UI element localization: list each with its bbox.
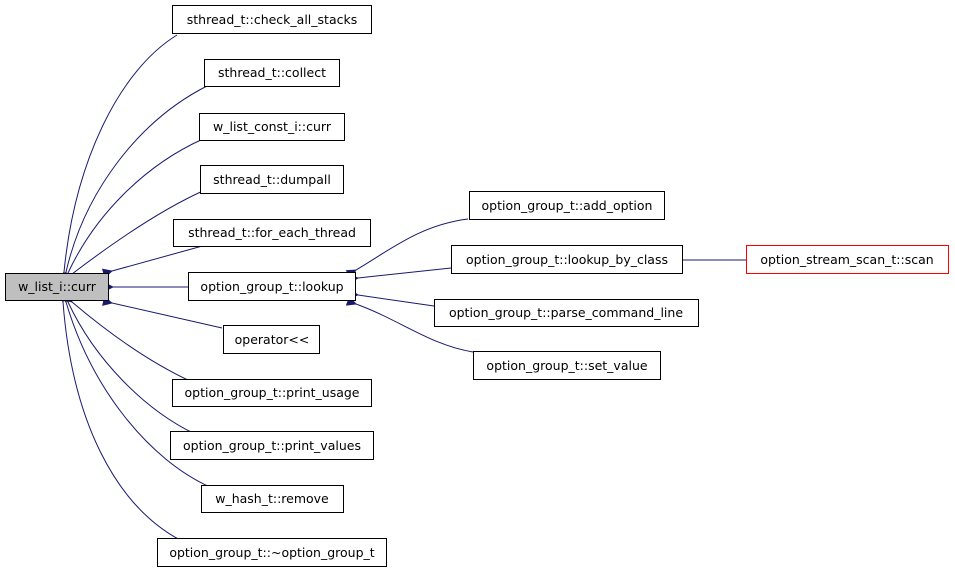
edge-set-value-to-lookup	[345, 296, 474, 353]
node-set-value[interactable]: option_group_t::set_value	[473, 351, 661, 380]
node-label-root: w_list_i::curr	[18, 279, 97, 294]
edge-const-curr-to-root	[59, 138, 204, 284]
edge-print-usage-to-root	[61, 292, 191, 382]
node-add-option[interactable]: option_group_t::add_option	[469, 191, 665, 220]
node-destructor[interactable]: option_group_t::~option_group_t	[157, 538, 387, 567]
node-collect[interactable]: sthread_t::collect	[204, 59, 340, 87]
node-label-destructor: option_group_t::~option_group_t	[169, 545, 374, 560]
edge-parse-command-line-to-lookup	[348, 288, 435, 307]
node-check-all-stacks[interactable]: sthread_t::check_all_stacks	[172, 5, 372, 34]
edge-remove-to-root	[58, 291, 211, 488]
node-root[interactable]: w_list_i::curr	[5, 273, 109, 301]
node-label-set-value: option_group_t::set_value	[486, 358, 647, 373]
node-lookup-by-class[interactable]: option_group_t::lookup_by_class	[451, 245, 683, 274]
edge-lookup-by-class-to-lookup	[348, 267, 452, 284]
node-label-const-curr: w_list_const_i::curr	[213, 119, 332, 134]
node-remove[interactable]: w_hash_t::remove	[201, 485, 344, 513]
node-scan[interactable]: option_stream_scan_t::scan	[746, 245, 949, 274]
node-label-lookup-by-class: option_group_t::lookup_by_class	[466, 252, 668, 267]
node-label-scan: option_stream_scan_t::scan	[760, 252, 933, 267]
edge-operator-to-root	[102, 296, 223, 329]
node-const-curr[interactable]: w_list_const_i::curr	[199, 113, 345, 141]
edge-check-all-stacks-to-root	[58, 34, 178, 282]
node-label-print-usage: option_group_t::print_usage	[185, 385, 360, 400]
node-operator-ll[interactable]: operator<<	[223, 325, 320, 354]
node-label-lookup: option_group_t::lookup	[200, 279, 343, 294]
edge-add-option-to-lookup	[345, 218, 469, 279]
edge-for-each-thread-to-root	[101, 244, 207, 279]
edge-collect-to-root	[59, 85, 208, 282]
node-dumpall[interactable]: sthread_t::dumpall	[200, 165, 344, 194]
edge-dumpall-to-root	[61, 189, 206, 284]
node-label-dumpall: sthread_t::dumpall	[213, 172, 331, 187]
node-label-add-option: option_group_t::add_option	[482, 198, 653, 213]
node-label-print-values: option_group_t::print_values	[183, 438, 361, 453]
node-print-values[interactable]: option_group_t::print_values	[170, 431, 374, 460]
edge-destructor-to-root	[57, 292, 181, 541]
node-label-remove: w_hash_t::remove	[215, 491, 329, 506]
node-for-each-thread[interactable]: sthread_t::for_each_thread	[173, 219, 371, 247]
node-label-operator-ll: operator<<	[235, 332, 310, 347]
node-label-check-all-stacks: sthread_t::check_all_stacks	[187, 12, 357, 27]
node-label-parse-command-line: option_group_t::parse_command_line	[449, 305, 683, 320]
edge-print-values-to-root	[59, 291, 196, 435]
node-print-usage[interactable]: option_group_t::print_usage	[172, 379, 372, 407]
node-label-collect: sthread_t::collect	[218, 65, 326, 80]
node-lookup[interactable]: option_group_t::lookup	[188, 272, 356, 301]
node-parse-command-line[interactable]: option_group_t::parse_command_line	[434, 299, 699, 327]
node-label-for-each-thread: sthread_t::for_each_thread	[188, 225, 356, 240]
